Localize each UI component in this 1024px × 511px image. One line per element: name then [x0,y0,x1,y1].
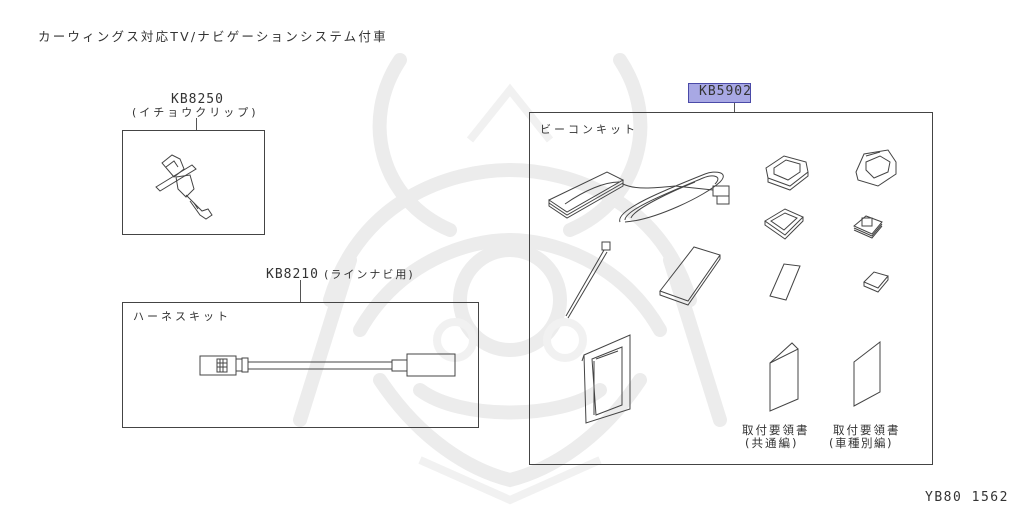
part-box-harness [122,302,479,428]
manual-vehicle-icon [853,340,881,407]
leader-line [300,280,301,302]
tape-strip-icon [769,263,801,301]
leader-line [196,118,197,130]
bracket-frame-icon [765,155,809,191]
cable-tie-icon [565,241,611,319]
manual-common-icon [769,342,799,412]
part-number-highlighted-text: KB590 [699,84,744,99]
document-pack-icon [581,334,631,424]
kit-label-harness: ハーネスキット [133,310,231,323]
part-description-clip: (イチョウクリップ) [132,106,259,119]
part-box-clip [122,130,265,235]
clamp-icon [853,215,883,239]
part-number-highlight[interactable] [688,83,751,103]
frame-pad-icon [764,208,804,240]
manual-vehicle-label-line2: (車種別編) [829,436,893,450]
manual-vehicle-label-line1: 取付要領書 [833,423,901,437]
harness-icon [199,353,456,377]
diagram-id: YB80 1562 [925,490,1009,505]
part-number-kb8210[interactable]: KB8210 [266,267,319,282]
part-description-harness: (ラインナビ用) [324,268,415,281]
leader-line [734,103,735,112]
manual-common-label-line1: 取付要領書 [742,423,810,437]
foam-pad-icon [659,246,721,306]
part-box-beacon-kit [529,112,933,465]
kit-label-beacon: ビーコンキット [540,123,638,136]
part-label-kb8210[interactable]: KB8210 (ラインナビ用) [266,263,415,282]
beacon-unit-icon [547,171,730,223]
small-pad-icon [863,271,889,293]
part-number-rest-text: 2 [743,84,752,99]
part-number-kb8250[interactable]: KB8250 [171,92,224,107]
beacon-cradle-icon [855,149,897,187]
clip-icon [155,154,213,220]
part-number-kb5902[interactable]: KB5902 [699,84,752,99]
manual-common-label-line2: (共通編) [745,436,799,450]
page-title: カーウィングス対応TV/ナビゲーションシステム付車 [38,29,388,44]
